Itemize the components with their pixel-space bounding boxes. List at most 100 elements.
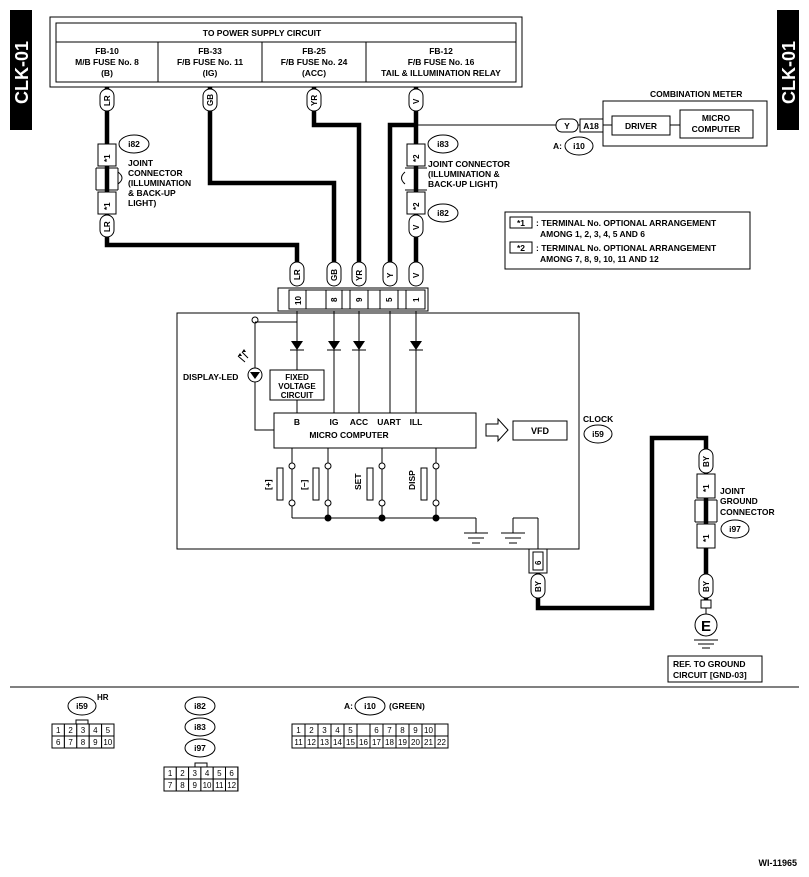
svg-text:REF. TO GROUND: REF. TO GROUND — [673, 659, 746, 669]
pin-cell — [434, 735, 449, 749]
connector-i97-label: i97 — [729, 524, 741, 534]
tab-right: CLK-01 — [777, 10, 799, 130]
power-supply-title: TO POWER SUPPLY CIRCUIT — [203, 28, 322, 38]
fuse-3-circuit: (ACC) — [302, 68, 326, 78]
svg-text:VOLTAGE: VOLTAGE — [278, 382, 316, 391]
pin-number: 9 — [413, 726, 418, 735]
svg-text:COMPUTER: COMPUTER — [692, 124, 741, 134]
pin-number: 1 — [296, 726, 301, 735]
svg-text:*2: *2 — [412, 154, 421, 162]
pin-ig-label: IG — [330, 417, 339, 427]
svg-text:JOINT: JOINT — [128, 158, 154, 168]
switch-set-label: SET — [353, 473, 363, 490]
pin-number: 16 — [359, 738, 368, 747]
pin-number: 7 — [387, 726, 392, 735]
clock-wire-pills: LR GB YR Y V — [289, 261, 424, 287]
svg-text:GROUND: GROUND — [720, 496, 758, 506]
svg-text:JOINT CONNECTOR: JOINT CONNECTOR — [428, 159, 510, 169]
fuse-2-id: FB-33 — [198, 46, 222, 56]
pin-cell — [356, 723, 371, 737]
pin-number: 9 — [93, 738, 98, 747]
pin-number: 11 — [294, 738, 303, 747]
pin-number: 3 — [322, 726, 327, 735]
svg-text:GB: GB — [330, 269, 339, 281]
pin-number: 22 — [437, 738, 446, 747]
pin-number: 2 — [309, 726, 314, 735]
fuse-4-name: F/B FUSE No. 16 — [408, 57, 475, 67]
pin-number: 10 — [103, 738, 112, 747]
svg-text:i59: i59 — [76, 701, 88, 711]
terminal-note: *1 : TERMINAL No. OPTIONAL ARRANGEMENT A… — [504, 211, 751, 270]
pin-ill-label: ILL — [410, 417, 423, 427]
pin-number: 12 — [227, 781, 236, 790]
svg-text:i97: i97 — [194, 743, 206, 753]
fuse-3-id: FB-25 — [302, 46, 326, 56]
connector-i82-label-right: i82 — [437, 208, 449, 218]
pin-number: 5 — [348, 726, 353, 735]
pin-number: 6 — [374, 726, 379, 735]
vfd-label: VFD — [531, 426, 550, 436]
tab-right-label: CLK-01 — [779, 41, 799, 104]
display-led-label: DISPLAY-LED — [183, 372, 238, 382]
joint-connector-i82-left: *1 *1 i82 JOINT CONNECTOR (ILLUMINATION … — [95, 134, 191, 238]
svg-text:CIRCUIT: CIRCUIT — [281, 391, 314, 400]
wire-pill-v-mid: V — [412, 224, 421, 230]
connector-i82-label-left: i82 — [128, 139, 140, 149]
pin-number: 10 — [203, 781, 212, 790]
pin-number: 21 — [424, 738, 433, 747]
svg-text:8: 8 — [330, 297, 339, 302]
combination-meter-title: COMBINATION METER — [650, 89, 742, 99]
pin-number: 8 — [400, 726, 405, 735]
pin-number: 8 — [180, 781, 185, 790]
fuse-1-circuit: (B) — [101, 68, 113, 78]
svg-text:A:: A: — [553, 141, 562, 151]
pin-number: 11 — [215, 781, 224, 790]
pin-number: 8 — [81, 738, 86, 747]
pin-number: 1 — [168, 769, 173, 778]
svg-text:GB: GB — [206, 94, 215, 106]
joint-connector-i83-right: *2 *2 i83 JOINT CONNECTOR (ILLUMINATION … — [401, 134, 510, 238]
pin-number: 7 — [68, 738, 73, 747]
wire-pill-yr-top: YR — [306, 88, 322, 112]
clock-connector-i59: 10 8 9 5 1 — [277, 287, 429, 312]
pin-number: 5 — [106, 726, 111, 735]
svg-text:*1: *1 — [517, 218, 525, 228]
svg-text:AMONG 1, 2, 3, 4, 5 AND 6: AMONG 1, 2, 3, 4, 5 AND 6 — [540, 229, 645, 239]
svg-text:CONNECTOR: CONNECTOR — [128, 168, 183, 178]
svg-text:: TERMINAL No. OPTIONAL ARRANG: : TERMINAL No. OPTIONAL ARRANGEMENT — [536, 243, 717, 253]
micro-computer-label: MICRO COMPUTER — [309, 430, 388, 440]
fuse-2-circuit: (IG) — [203, 68, 218, 78]
fuse-4-circuit: TAIL & ILLUMINATION RELAY — [381, 68, 501, 78]
fuse-2-name: F/B FUSE No. 11 — [177, 57, 243, 67]
svg-text:JOINT: JOINT — [720, 486, 746, 496]
diagram-id: WI-11965 — [758, 858, 797, 868]
svg-text:: TERMINAL No. OPTIONAL ARRANG: : TERMINAL No. OPTIONAL ARRANGEMENT — [536, 218, 717, 228]
pin-number: 18 — [385, 738, 394, 747]
pin-uart-label: UART — [377, 417, 401, 427]
pin-number: 2 — [68, 726, 73, 735]
svg-text:6: 6 — [534, 560, 543, 565]
fuse-1-id: FB-10 — [95, 46, 119, 56]
pin-number: 4 — [335, 726, 340, 735]
pin-b-label: B — [294, 417, 300, 427]
wire-pill-by-ground-top: BY — [702, 455, 711, 467]
svg-text:Y: Y — [386, 272, 395, 278]
pin-number: 9 — [193, 781, 198, 790]
wire-pill-lr-top: LR — [99, 88, 115, 112]
pin-number: 6 — [56, 738, 61, 747]
pin-number: 3 — [81, 726, 86, 735]
pin-number: 2 — [180, 769, 185, 778]
svg-text:i10: i10 — [364, 701, 376, 711]
combination-meter: COMBINATION METER Y A18 DRIVER MICRO COM… — [553, 89, 768, 156]
fuse-4-id: FB-12 — [429, 46, 453, 56]
tab-left: CLK-01 — [10, 10, 32, 130]
connector-i10-label: i10 — [573, 141, 585, 151]
pin-cell — [225, 778, 239, 792]
fuse-3-name: F/B FUSE No. 24 — [281, 57, 348, 67]
clock-label: CLOCK — [583, 414, 614, 424]
pin-number: 14 — [333, 738, 342, 747]
svg-text:AMONG 7, 8, 9, 10, 11 AND 12: AMONG 7, 8, 9, 10, 11 AND 12 — [540, 254, 659, 264]
